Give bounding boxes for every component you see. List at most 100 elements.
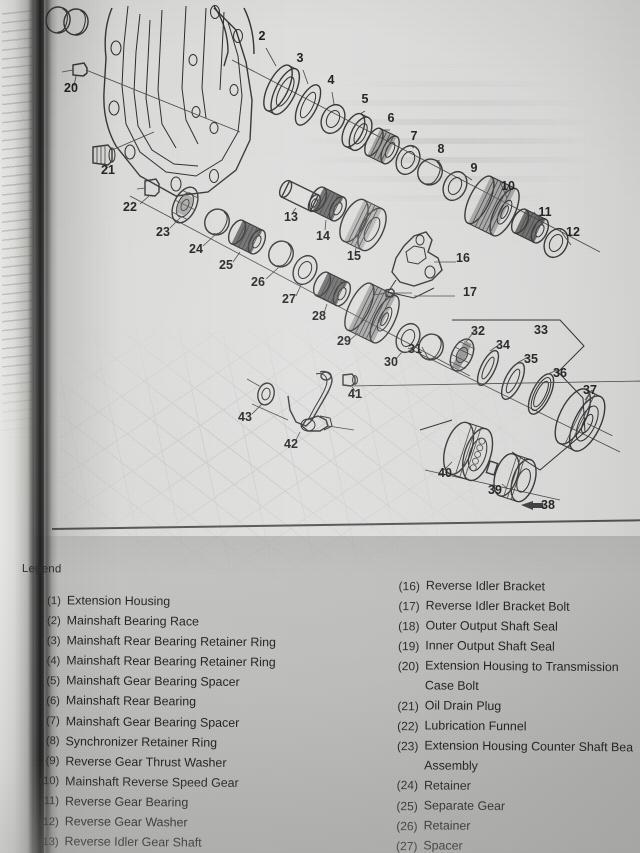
legend-item: (18) Outer Output Shaft Seal (385, 616, 640, 639)
diagram-callout-number: 21 (101, 163, 115, 177)
legend-item-label: Outer Output Shaft Seal (425, 618, 558, 634)
exploded-view-diagram: 2345678910111213141516172021222324252627… (42, 4, 640, 512)
diagram-callout-number: 27 (282, 292, 296, 306)
diagram-callout-number: 4 (328, 73, 335, 87)
legend-item-label: Synchronizer Retainer Ring (65, 733, 218, 750)
diagram-callout-number: 20 (64, 81, 78, 95)
legend-item-number: (9) (45, 755, 60, 768)
legend-item-number: (20) (397, 658, 420, 674)
legend-item-number: (22) (397, 718, 419, 733)
legend-item: (23) Extension Housing Counter Shaft Bea (384, 736, 640, 759)
legend-item-label: Mainshaft Rear Bearing Retainer Ring (66, 633, 276, 650)
legend-item-number: (10) (39, 775, 60, 788)
legend-column-left: (1)Extension Housing(2)Mainshaft Bearing… (31, 591, 364, 853)
diagram-callout-number: 8 (438, 142, 445, 156)
diagram-callout-number: 42 (284, 437, 298, 451)
diagram-callout-number: 15 (347, 249, 361, 263)
diagram-callout-number: 10 (501, 179, 515, 193)
legend-item: (24)Retainer (384, 776, 640, 799)
diagram-callout-number: 41 (348, 387, 362, 401)
legend-item-label: Oil Drain Plug (424, 698, 502, 714)
legend-item: (25) Separate Gear (384, 796, 640, 819)
legend-item-label: Retainer (423, 818, 471, 833)
legend-item-label: Spacer (423, 838, 463, 853)
diagram-callout-number: 29 (337, 334, 351, 348)
legend-item-label: Reverse Gear Washer (64, 814, 188, 830)
diagram-callout-number: 12 (566, 225, 580, 239)
legend-item-label: Retainer (423, 778, 471, 793)
legend-item-continuation-label: Case Bolt (424, 678, 479, 694)
legend-item-number: (21) (397, 698, 419, 713)
legend-item-label: Lubrication Funnel (424, 718, 527, 734)
legend-item-label: Extension Housing to Transmission (425, 658, 619, 675)
legend-item-label: Extension Housing Counter Shaft Bea (424, 738, 634, 755)
diagram-callout-number: 38 (541, 498, 555, 512)
legend-item-number: (27) (395, 838, 418, 853)
diagram-callout-number: 11 (538, 205, 551, 219)
legend-item-number: (4) (46, 654, 61, 668)
page-lower-half (0, 536, 640, 853)
diagram-callout-number: 16 (456, 251, 470, 265)
diagram-callout-number: 35 (524, 352, 538, 366)
legend-item-label: Mainshaft Gear Bearing Spacer (66, 673, 240, 690)
legend-item-label: Mainshaft Gear Bearing Spacer (65, 713, 240, 730)
legend-item: (19) Inner Output Shaft Seal (385, 636, 640, 659)
legend-item: (22) Lubrication Funnel (384, 716, 640, 739)
legend-item: (13) Reverse Idler Gear Shaft (31, 832, 361, 853)
legend-item-number: (3) (46, 634, 61, 647)
legend-item-label: Reverse Idler Gear Shaft (64, 834, 202, 850)
diagram-callout-number: 5 (362, 92, 369, 106)
diagram-callout-number: 9 (471, 161, 478, 175)
diagram-callout-number: 30 (384, 355, 398, 369)
diagram-callout-number: 34 (496, 338, 510, 352)
legend-item: (16)Reverse Idler Bracket (386, 576, 640, 599)
legend-item-continuation-label: Assembly (424, 758, 478, 774)
diagram-callout-number: 7 (411, 129, 418, 143)
legend-item-number: (18) (398, 618, 420, 634)
diagram-callout-number: 2 (259, 29, 266, 43)
diagram-callout-number: 14 (316, 229, 330, 243)
legend-item-number: (25) (396, 798, 418, 813)
book-gutter-shadow (28, 0, 58, 853)
legend-item-number: (2) (46, 614, 61, 627)
legend-item-number: (8) (45, 735, 60, 748)
legend-item-number: (17) (398, 598, 420, 613)
legend-item: (26)Retainer (384, 816, 640, 839)
diagram-callout-number: 36 (553, 366, 567, 380)
legend-item-label: Mainshaft Reverse Speed Gear (65, 774, 239, 790)
diagram-callout-number: 31 (408, 342, 422, 356)
diagram-callout-number: 32 (471, 324, 485, 338)
diagram-callout-number: 33 (534, 323, 548, 337)
diagram-callout-number: 37 (583, 383, 597, 397)
legend-item-label: Reverse Gear Thrust Washer (65, 754, 227, 770)
legend-item: (20) Extension Housing to Transmission (385, 656, 640, 679)
diagram-callout-number: 40 (438, 466, 452, 480)
legend-item-label: Inner Output Shaft Seal (425, 638, 555, 654)
legend-item: (27) Spacer (383, 836, 640, 853)
legend-column-right: (16)Reverse Idler Bracket(17)Reverse Idl… (383, 576, 640, 853)
legend-item-number: (23) (396, 738, 419, 754)
legend-item-label: Separate Gear (423, 798, 506, 814)
diagram-callout-number: 13 (284, 210, 298, 224)
legend-item-continuation: Case Bolt (385, 676, 640, 698)
legend-item-number: (13) (38, 835, 59, 848)
diagram-callout-number: 23 (156, 225, 170, 239)
diagram-callout-number: 43 (238, 410, 252, 424)
legend-item-label: Reverse Idler Bracket (425, 578, 546, 594)
legend-item: (21) Oil Drain Plug (385, 696, 640, 719)
legend-item-label: Extension Housing (66, 593, 171, 609)
diagram-callout-number: 17 (463, 285, 477, 299)
diagram-callout-number: 22 (123, 200, 137, 214)
legend-item-number: (1) (47, 594, 61, 607)
legend-item: (17)Reverse Idler Bracket Bolt (386, 596, 640, 619)
legend-item-label: Reverse Gear Bearing (64, 794, 189, 810)
legend-item-number: (7) (46, 715, 60, 728)
legend-item-number: (19) (397, 638, 420, 654)
legend-heading: Legend (21, 563, 62, 576)
page-edge-highlight (44, 0, 47, 853)
legend-item-label: Mainshaft Rear Bearing Retainer Ring (66, 653, 276, 670)
diagram-callout-number: 26 (251, 275, 265, 289)
legend-item-number: (5) (46, 674, 61, 688)
